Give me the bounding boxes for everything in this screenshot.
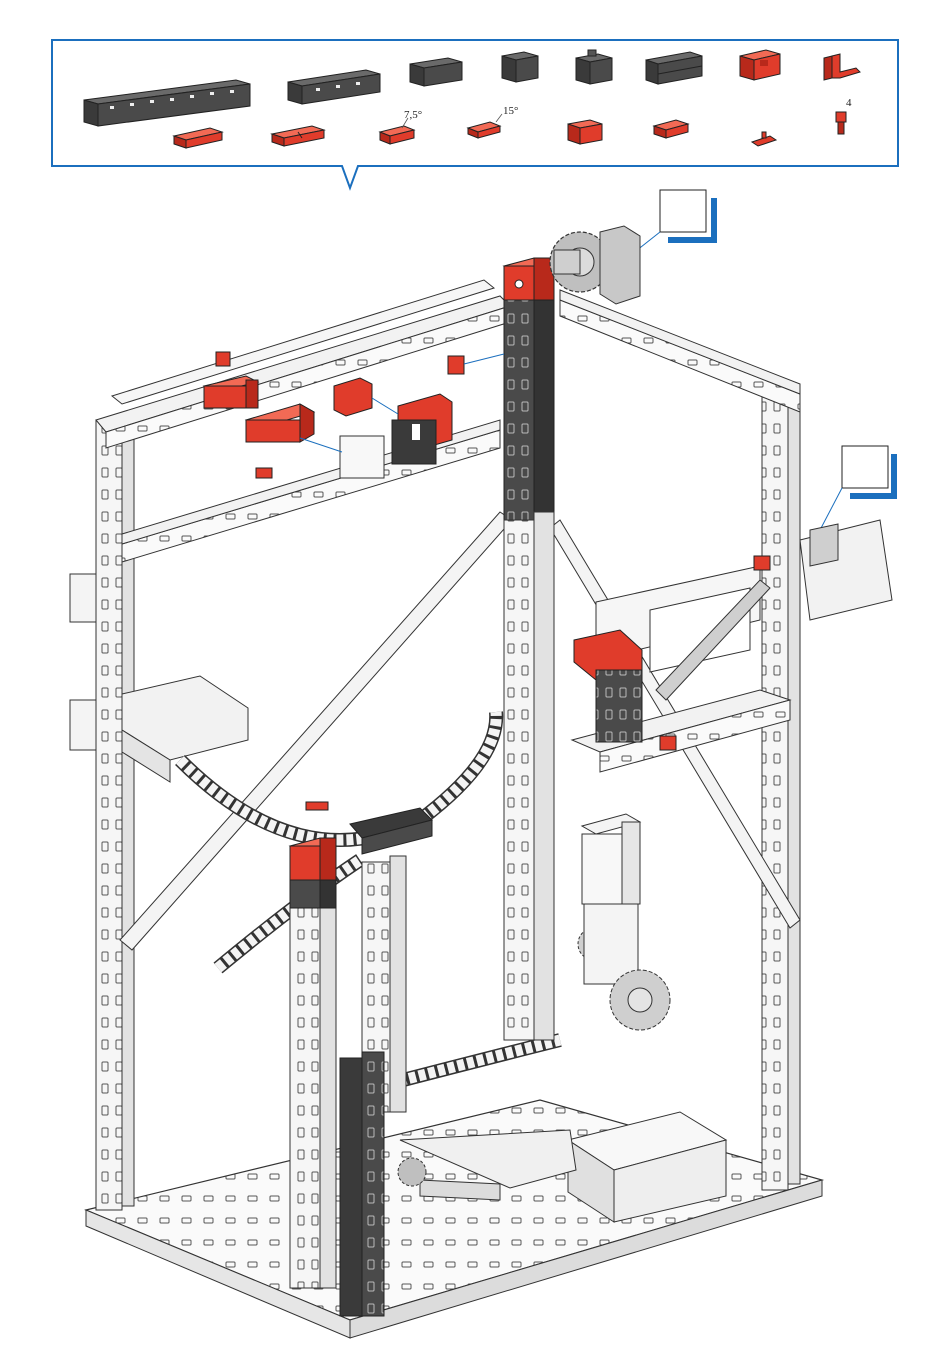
parts-panel: 7,5° 15° 4 (52, 40, 898, 188)
red-connector-center (306, 802, 328, 810)
frame-top-right-beam (560, 290, 800, 412)
building-block-cube-dark-a (502, 52, 538, 82)
callout-box-right (820, 446, 894, 530)
frame-right-post (762, 384, 800, 1190)
angle-label-7-5: 7,5° (404, 109, 422, 121)
angle-label-15: 15° (503, 105, 518, 117)
short-center-post (290, 838, 336, 1288)
peg-label: 4 (846, 97, 852, 109)
dark-front-post (340, 1052, 384, 1316)
center-tall-post (504, 258, 554, 1040)
building-block-red-stacked (740, 50, 780, 80)
building-block-red-cube (568, 120, 602, 144)
motor-gearbox (578, 814, 670, 1030)
